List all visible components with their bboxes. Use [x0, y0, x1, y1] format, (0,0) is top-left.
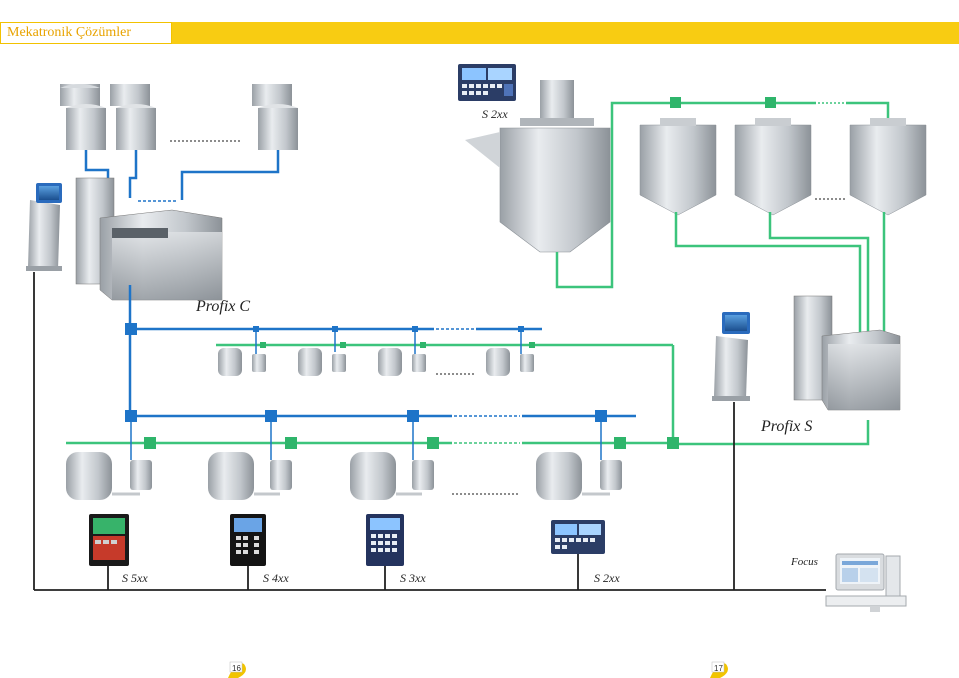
control-network: [33, 272, 826, 591]
profix-s-label: Profix S: [761, 418, 813, 435]
lower-blue-bus: [128, 335, 636, 418]
controller-s3xx: [366, 514, 404, 566]
mixer-icon: [378, 326, 426, 376]
blue-node: [125, 323, 137, 335]
silo-feed-pipes: [84, 150, 280, 200]
silo-icon: [252, 84, 292, 106]
hopper-outlet-pipes: [674, 212, 886, 446]
header-accent-bar: [172, 22, 959, 44]
mixer-icon: [218, 326, 346, 376]
mixer-icon: [350, 452, 434, 500]
controller-s4xx-label: S 4xx: [263, 571, 289, 585]
controller-s2xx-top: [458, 64, 516, 101]
mixer-icon: [536, 452, 622, 500]
green-node: [614, 437, 626, 449]
green-node: [144, 437, 156, 449]
controller-s5xx: [89, 514, 129, 566]
reactor-green-pipe: [555, 101, 890, 289]
hopper-icon: [639, 118, 717, 216]
blue-node: [407, 410, 419, 422]
controller-s5xx-label: S 5xx: [122, 571, 148, 585]
ingredient-silos: [60, 84, 298, 150]
focus-label: Focus: [791, 556, 818, 568]
controller-s4xx: [230, 514, 266, 566]
silo-icon: [66, 104, 106, 150]
page-number-right: 17: [714, 664, 723, 673]
green-node: [285, 437, 297, 449]
page-marker-left: [228, 661, 246, 678]
green-node: [667, 437, 679, 449]
hopper-icon: [849, 118, 927, 216]
upper-blue-bus: [128, 285, 542, 331]
blue-node: [265, 410, 277, 422]
hopper-icon: [734, 118, 812, 216]
profix-c-label: Profix C: [196, 298, 251, 315]
mixer-icon: [66, 452, 152, 500]
row2-mixer-bodies: [66, 452, 622, 500]
focus-workstation: [825, 553, 907, 612]
silo-icon: [60, 84, 100, 106]
page-header: Mekatronik Çözümler: [0, 22, 959, 44]
silo-icon: [116, 104, 156, 150]
green-node: [670, 97, 681, 108]
blue-node: [125, 410, 137, 422]
mixer-icon: [253, 326, 266, 354]
operator-terminal-left: [26, 183, 62, 271]
controller-s3xx-label: S 3xx: [400, 571, 426, 585]
hopper-tanks: [639, 118, 927, 216]
blue-node: [595, 410, 607, 422]
header-title-box: Mekatronik Çözümler: [0, 22, 172, 44]
header-title: Mekatronik Çözümler: [7, 25, 132, 40]
controller-s2xx-top-label: S 2xx: [482, 107, 508, 121]
row2-mixers: [130, 422, 602, 460]
main-reactor: [465, 80, 611, 253]
green-node: [765, 97, 776, 108]
controller-s2xx-bottom-label: S 2xx: [594, 571, 620, 585]
silo-icon: [258, 104, 298, 150]
upper-green-bus: [216, 343, 675, 444]
profix-s-machine: [793, 295, 901, 411]
row1-mixers: [218, 326, 535, 376]
operator-terminal-right: [712, 312, 750, 401]
mixer-icon: [298, 348, 346, 376]
profix-c-machine: [75, 177, 223, 301]
page-marker-right: [710, 661, 728, 678]
page-number-left: 16: [232, 664, 241, 673]
silo-icon: [110, 84, 150, 106]
controller-s2xx-bottom: [551, 520, 605, 554]
mixer-icon: [486, 326, 535, 376]
mixer-icon: [208, 452, 292, 500]
green-node: [427, 437, 439, 449]
